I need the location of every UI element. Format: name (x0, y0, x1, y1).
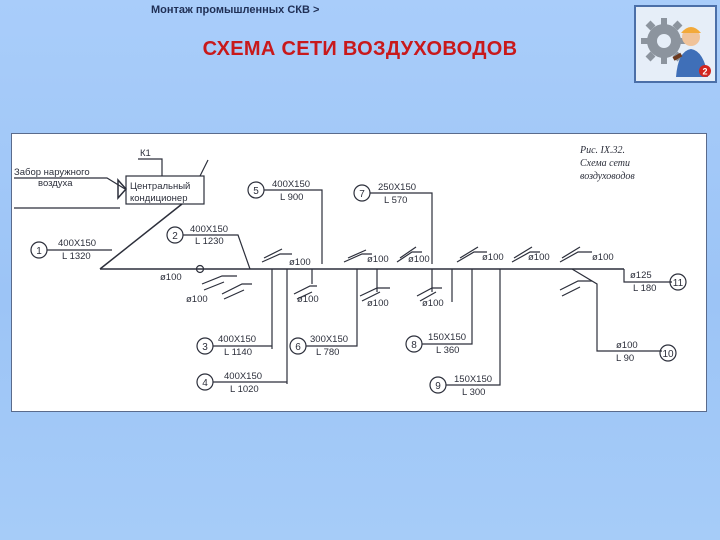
section-number-2: 2 (172, 231, 178, 242)
riser-duct (99, 203, 183, 270)
diameter-label-bottom-4: ø100 (367, 298, 389, 309)
central-unit-label-1: Центральный (130, 181, 190, 192)
section-marker-10 (659, 344, 677, 362)
section-number-6: 6 (295, 342, 301, 353)
figure-caption-number: Рис. IX.32. (579, 145, 625, 156)
valve-symbol (195, 264, 205, 274)
section-size-5: 400Х150 (272, 179, 310, 190)
section-number-8: 8 (411, 340, 417, 351)
section-marker-11 (669, 273, 687, 291)
duct-network-diagram: Рис. IX.32. Схема сети воздуховодов Забо… (11, 133, 707, 412)
section-number-4: 4 (202, 378, 208, 389)
diameter-label-top-6: ø100 (592, 252, 614, 263)
intake-label-1: Забор наружного (14, 167, 90, 178)
section-length-2: L 1230 (195, 236, 224, 247)
page-title: СХЕМА СЕТИ ВОЗДУХОВОДОВ (202, 38, 518, 60)
section-size-1: 400Х150 (58, 238, 96, 249)
k1-leader (138, 158, 163, 176)
branch-10-line (571, 268, 662, 352)
section-length-6: L 780 (316, 347, 339, 358)
section-size-8: 150Х150 (428, 332, 466, 343)
section-length-9: L 300 (462, 387, 485, 398)
section-number-10: 10 (662, 349, 674, 360)
section-number-9: 9 (435, 381, 441, 392)
diameter-label-bottom-1: ø100 (160, 272, 182, 283)
intake-leader-line (14, 177, 126, 190)
section-number-5: 5 (253, 186, 259, 197)
section-length-8: L 360 (436, 345, 459, 356)
section-length-4: L 1020 (230, 384, 259, 395)
section-size-4: 400Х150 (224, 371, 262, 382)
section-number-7: 7 (359, 189, 365, 200)
diameter-label-bottom-2: ø100 (186, 294, 208, 305)
diameter-label-top-4: ø100 (482, 252, 504, 263)
section-length-1: L 1320 (62, 251, 91, 262)
section-size-10: ø100 (616, 340, 638, 351)
section-leader-5 (264, 189, 323, 264)
section-leader-9 (446, 269, 501, 386)
figure-caption-title-1: Схема сети (580, 158, 630, 169)
unit-exhaust-line (199, 159, 209, 177)
section-leader-7 (370, 192, 433, 264)
section-leader-8 (422, 269, 473, 345)
section-number-3: 3 (202, 342, 208, 353)
worker-icon (672, 27, 708, 77)
section-size-7: 250Х150 (378, 182, 416, 193)
section-size-11: ø125 (630, 270, 652, 281)
section-length-10: L 90 (616, 353, 634, 364)
section-size-9: 150Х150 (454, 374, 492, 385)
logo-badge: 2 (702, 67, 707, 77)
drop-lines-2 (271, 269, 313, 384)
diameter-label-top-1: ø100 (289, 257, 311, 268)
gear-worker-logo-icon: 2 (634, 5, 717, 83)
diffusers-top (261, 246, 592, 263)
section-size-2: 400Х150 (190, 224, 228, 235)
section-length-3: L 1140 (224, 347, 252, 358)
diameter-label-bottom-5: ø100 (422, 298, 444, 309)
section-length-11: L 180 (633, 283, 656, 294)
diameter-label-top-2: ø100 (367, 254, 389, 265)
branch-11-line (623, 269, 672, 283)
section-leader-6 (306, 269, 358, 347)
breadcrumb: Монтаж промышленных СКВ > (151, 4, 320, 16)
diameter-label-top-3: ø100 (408, 254, 430, 265)
diffusers-right (559, 280, 592, 297)
section-length-7: L 570 (384, 195, 407, 206)
section-size-3: 400Х150 (218, 334, 256, 345)
diameter-label-bottom-3: ø100 (297, 294, 319, 305)
intake-arrow (117, 178, 128, 200)
k1-label: К1 (140, 148, 151, 159)
central-unit-box (125, 175, 205, 205)
diffusers-bottom (201, 275, 442, 302)
section-size-6: 300Х150 (310, 334, 348, 345)
section-number-1: 1 (36, 246, 42, 257)
diameter-label-top-5: ø100 (528, 252, 550, 263)
central-unit-label-2: кондиционер (130, 193, 188, 204)
drop-lines (376, 269, 453, 302)
section-leader-2 (183, 234, 251, 270)
section-number-11: 11 (673, 278, 684, 289)
figure-caption-title-2: воздуховодов (580, 171, 635, 182)
section-length-5: L 900 (280, 192, 303, 203)
intake-label-2: воздуха (38, 178, 73, 189)
